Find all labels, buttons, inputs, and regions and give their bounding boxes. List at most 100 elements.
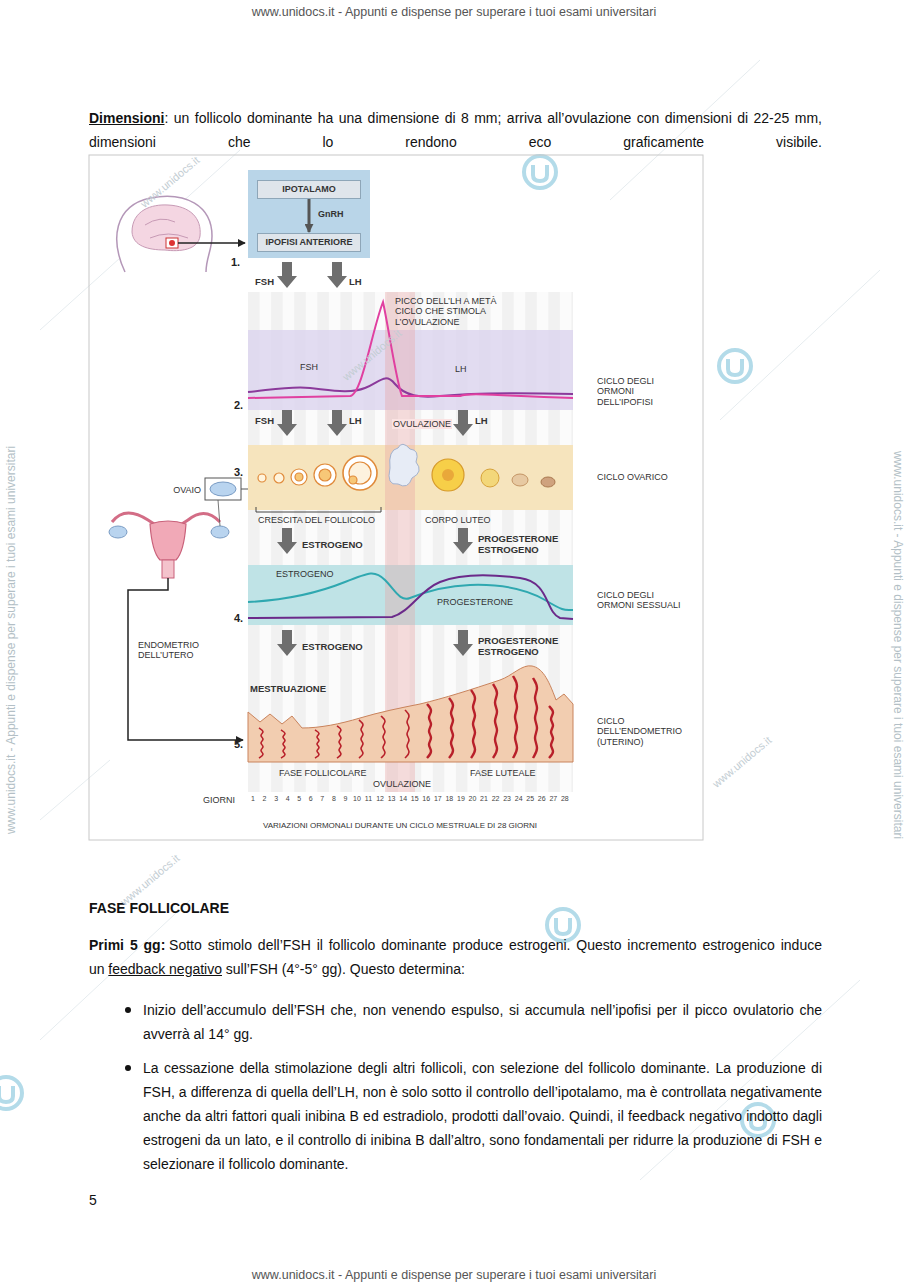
paragraph-text: Dimensioni: [89, 110, 164, 126]
figure-label: GIORNI: [203, 795, 235, 805]
figure-shape: [349, 476, 357, 484]
bullet-text: La cessazione della stimolazione degli a…: [143, 1056, 822, 1176]
figure-label: PROGESTERONE: [437, 597, 513, 607]
figure-shape: [277, 410, 297, 436]
bullet-item: La cessazione della stimolazione degli a…: [89, 1056, 822, 1176]
day-number: 17: [434, 795, 442, 803]
figure-label: CICLO DELL’ENDOMETRIO (UTERINO): [597, 716, 692, 747]
paragraph: Dimensioni: un follicolo dominante ha un…: [89, 106, 822, 154]
figure-label: OVAIO: [173, 485, 201, 495]
figure-label: MESTRUAZIONE: [250, 684, 326, 695]
endometrium-layer: [248, 666, 573, 762]
day-number: 25: [526, 795, 534, 803]
figure-shape: [277, 528, 297, 554]
page-number: 5: [89, 1192, 97, 1208]
endometrium-gland: [381, 716, 385, 758]
figure-label: LH: [475, 416, 488, 427]
figure-shape: [295, 473, 303, 481]
figure-label: LH: [349, 416, 362, 427]
day-number: 18: [445, 795, 453, 803]
figure-shape: [453, 410, 473, 436]
endometrium-gland: [281, 730, 285, 758]
figure-shape: [453, 528, 473, 554]
day-number: 2: [263, 795, 267, 803]
figure-shape: [720, 270, 880, 420]
paragraph-text: sull’FSH (4°-5° gg). Questo determina:: [226, 961, 465, 977]
paragraph: Primi 5 gg:Sotto stimolo dell’FSH il fol…: [89, 933, 822, 981]
figure-shape: [166, 238, 178, 248]
day-number: 11: [365, 795, 372, 803]
day-number: 27: [549, 795, 557, 803]
endometrium-gland: [259, 728, 263, 758]
watermark: www.unidocs.it - Appunti e dispense per …: [5, 446, 19, 834]
figure-shape: [205, 478, 241, 500]
box-text: IPOTALAMO: [263, 184, 355, 195]
follicle-bracket: [256, 507, 381, 512]
figure-shape: [610, 60, 760, 200]
figure-shape: [211, 526, 229, 538]
figure-label: FSH: [300, 362, 318, 372]
figure-shape: [327, 410, 347, 436]
day-number: 5: [297, 795, 301, 803]
watermark: www.unidocs.it: [710, 734, 774, 790]
figure-shape: [178, 242, 245, 244]
figure-label: PICCO DELL’LH A METÀ CICLO CHE STIMOLA L…: [395, 296, 513, 327]
day-number: 16: [422, 795, 430, 803]
day-number: 20: [469, 795, 477, 803]
figure-label: FSH: [255, 277, 274, 288]
figure-label: PROGESTERONE ESTROGENO: [478, 534, 560, 556]
figure-shape: [547, 909, 579, 941]
day-number: 4: [286, 795, 290, 803]
figure-shape: [327, 262, 347, 288]
day-number: 26: [538, 795, 546, 803]
figure-shape: [481, 469, 499, 487]
figure-shape: [40, 150, 240, 330]
figure-shape: [258, 474, 266, 482]
bullet-dot: [125, 1007, 131, 1013]
figure-label: ENDOMETRIO DELL’UTERO: [138, 640, 238, 661]
figure-shape: [277, 262, 297, 288]
figure-frame: [89, 155, 703, 840]
watermark: www.unidocs.it - Appunti e dispense per …: [252, 5, 656, 19]
brain-illustration: [117, 196, 245, 272]
callout-number: 3.: [234, 466, 243, 479]
endometrium-gland: [359, 720, 363, 758]
endometrium-gland: [513, 676, 517, 758]
figure-shape: [453, 630, 473, 656]
endometrium-gland: [405, 710, 409, 758]
figure-label: LH: [349, 277, 362, 288]
callout-number: 4.: [234, 612, 243, 625]
box-text: IPOFISI ANTERIORE: [263, 237, 355, 248]
figure-shape: [117, 196, 212, 272]
day-number: 6: [309, 795, 313, 803]
day-number: 19: [457, 795, 465, 803]
paragraph-text: feedback negativo: [108, 961, 222, 977]
figure-label: ESTROGENO: [276, 569, 334, 579]
paragraph-text: : un follicolo dominante ha una dimensio…: [89, 110, 822, 150]
endometrium-gland: [427, 704, 431, 758]
endometrium-gland: [471, 690, 475, 758]
bullet-list: Inizio dell’accumulo dell’FSH che, non v…: [89, 998, 822, 1186]
day-number: 8: [332, 795, 336, 803]
day-number: 21: [480, 795, 488, 803]
lh-curve: [248, 302, 573, 398]
figure-shape: [109, 526, 127, 538]
figure-shape: [210, 482, 236, 496]
watermark-logo: [0, 156, 774, 1136]
bullet-dot: [125, 1065, 131, 1071]
figure-shape: [719, 350, 751, 382]
figure-label: CICLO OVARICO: [597, 472, 668, 482]
figure-shape: [0, 1077, 22, 1109]
section-heading: FASE FOLLICOLARE: [89, 900, 229, 916]
figure-shape: [349, 462, 371, 484]
day-number: 15: [411, 795, 419, 803]
watermark: www.unidocs.it: [118, 852, 182, 908]
callout-number: 2.: [234, 399, 243, 412]
endometrium-gland: [549, 706, 553, 758]
figure-shape: [277, 630, 297, 656]
figure-shape: [128, 578, 243, 740]
figure-shape: [343, 456, 377, 490]
figure-label: ESTROGENO: [302, 540, 363, 551]
figure-shape: [524, 156, 556, 188]
figure-label: CRESCITA DEL FOLLICOLO: [258, 515, 375, 525]
